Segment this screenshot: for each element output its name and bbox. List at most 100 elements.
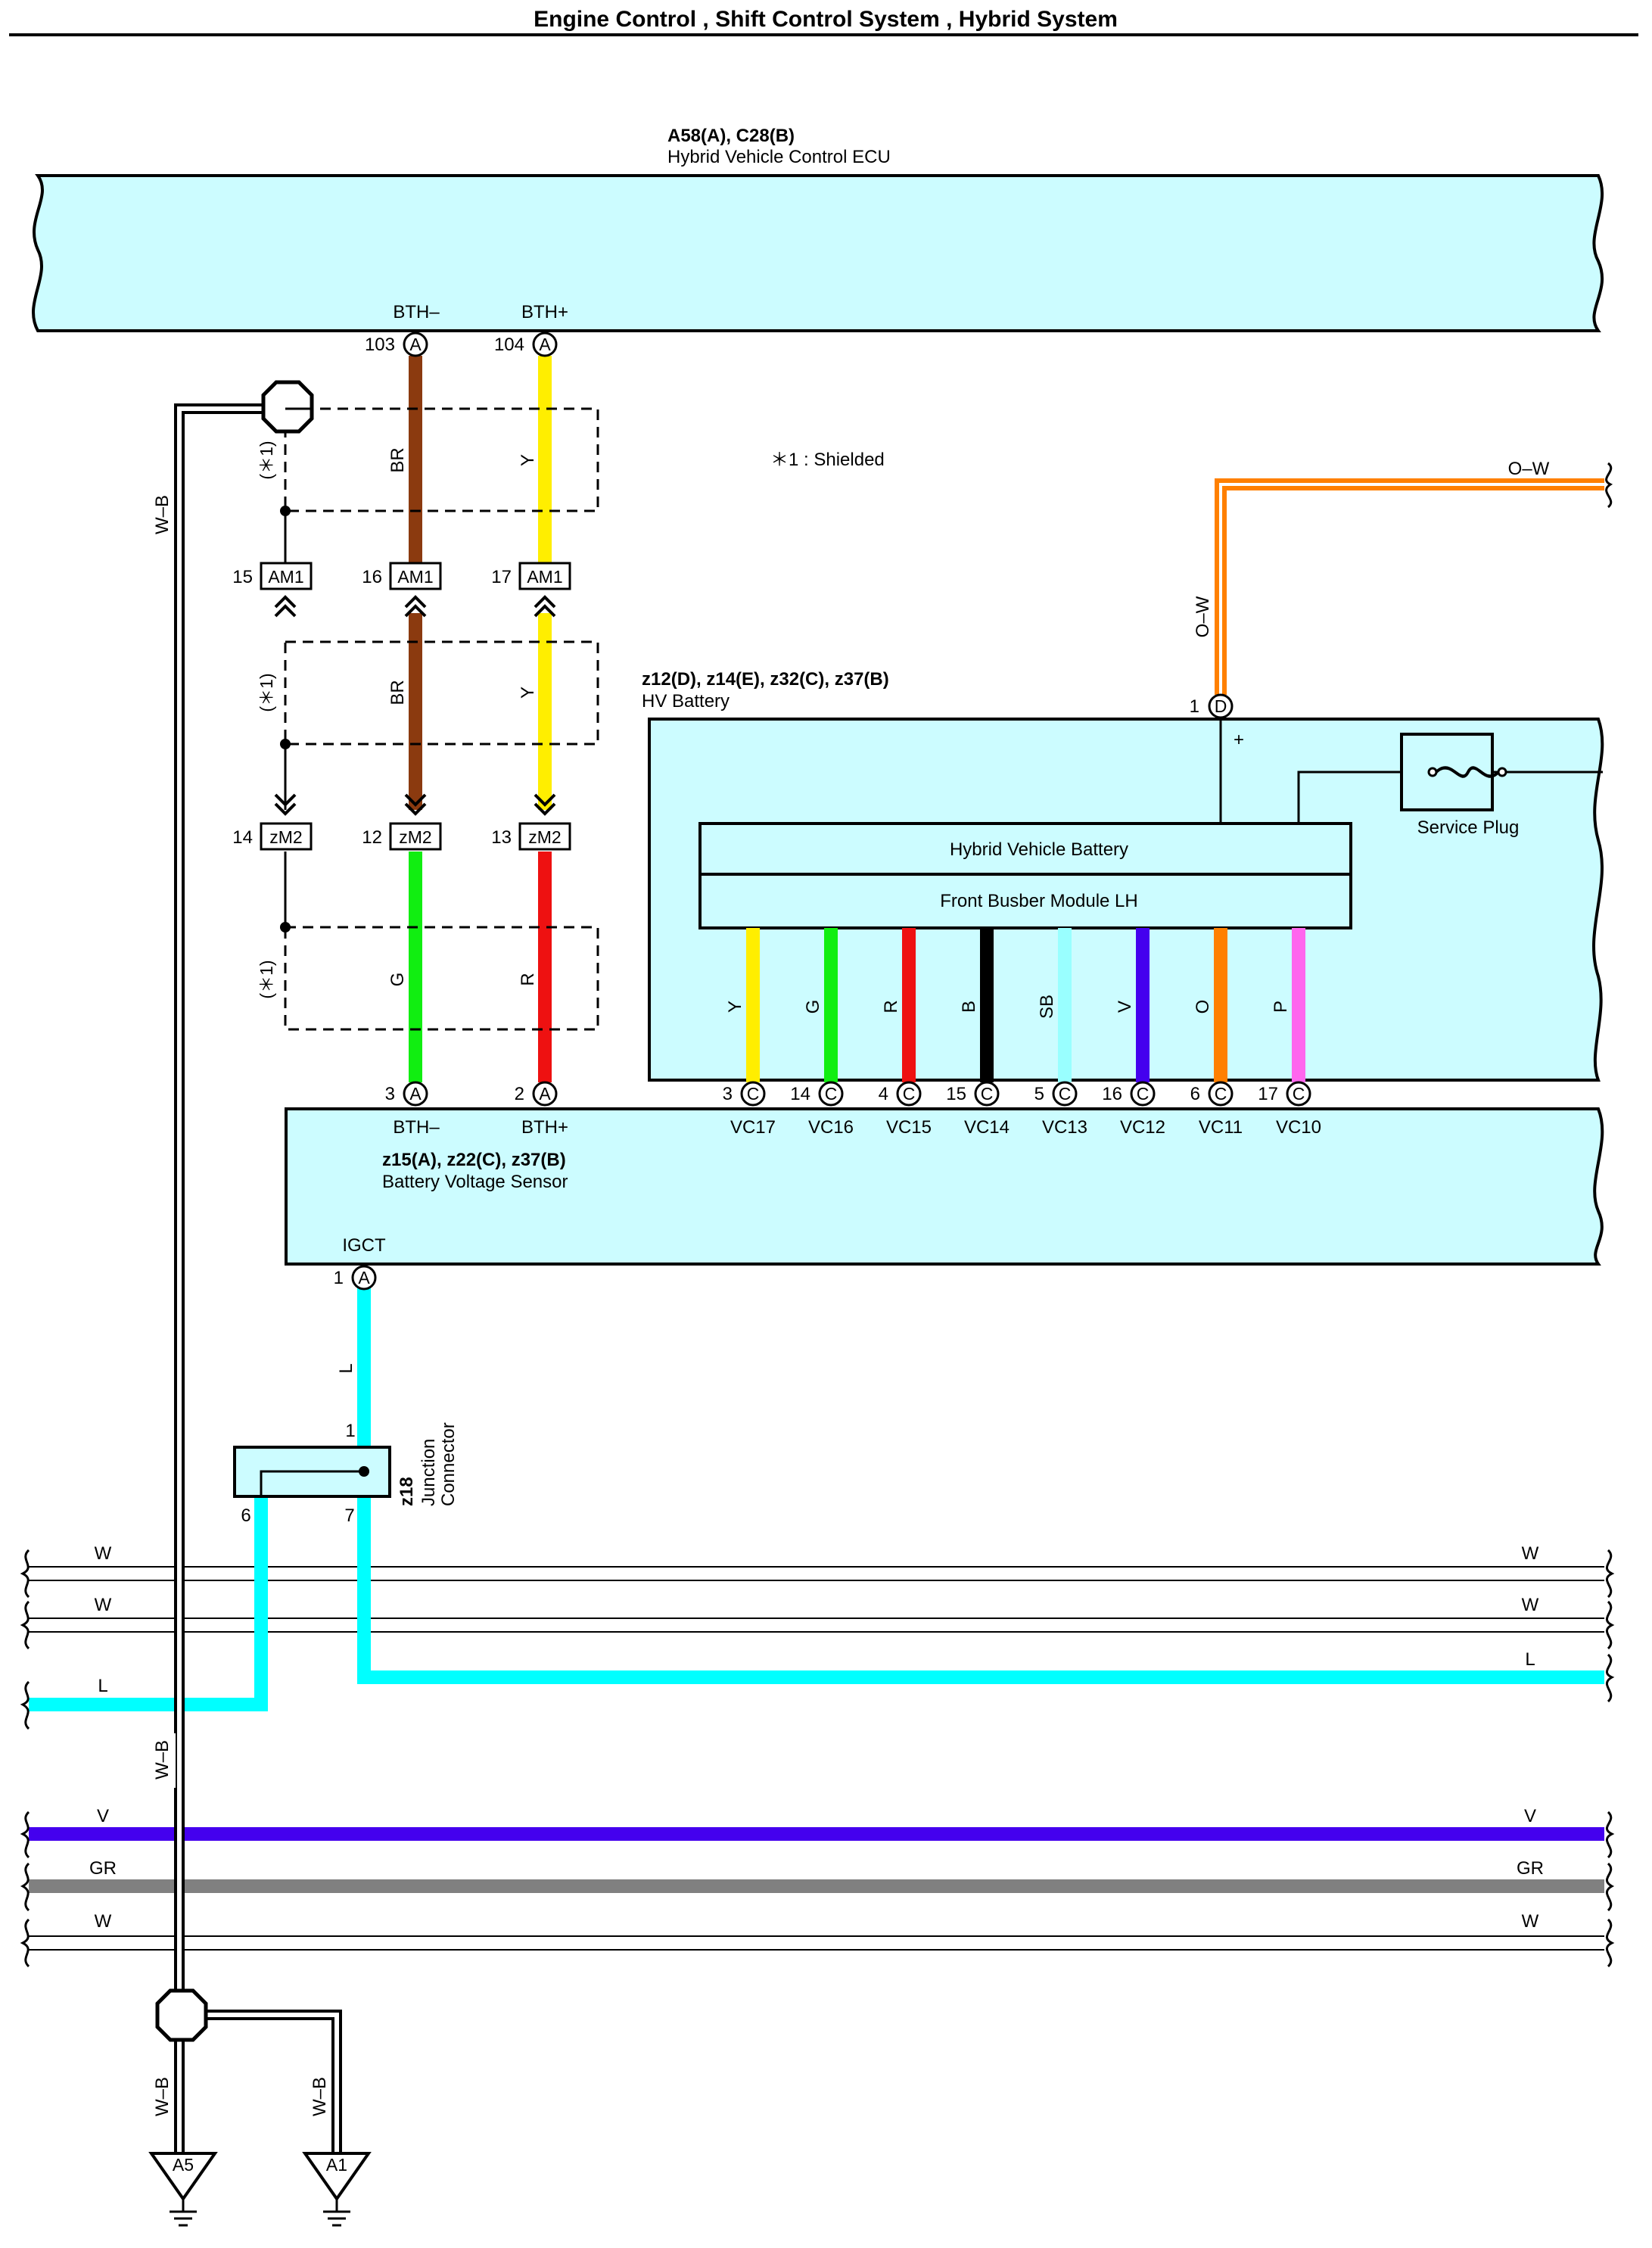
fuse-icon-terminal-right <box>1497 767 1507 777</box>
junction-name-2: Connector <box>438 1422 459 1506</box>
igct-label: IGCT <box>342 1235 386 1256</box>
am1-num-16: 16 <box>362 567 382 587</box>
fuse-icon <box>1427 766 1507 778</box>
ground-a1-wire-label: W–B <box>310 2077 330 2116</box>
am1-box-16 <box>389 562 442 590</box>
ecu-name: Hybrid Vehicle Control ECU <box>667 147 891 167</box>
junction-pin-7: 7 <box>344 1505 354 1526</box>
junction-pin-6: 6 <box>241 1505 250 1526</box>
sensor-pin-2-num: 2 <box>515 1084 524 1104</box>
am1-num-15: 15 <box>232 567 253 587</box>
break-right-5 <box>1606 1862 1615 1912</box>
wire-wb-main-inner <box>177 406 266 2010</box>
chevron-am1-16 <box>404 595 427 618</box>
ecu-pin-104-num: 104 <box>494 335 524 355</box>
break-right-2 <box>1606 1600 1615 1650</box>
am1-num-17: 17 <box>491 567 512 587</box>
vc17-pin-num: 3 <box>723 1084 733 1104</box>
vc10-pin-num: 17 <box>1258 1084 1278 1104</box>
vc15-pin-circle <box>896 1081 922 1107</box>
wire-label-r: R <box>518 973 538 985</box>
ground-a1-triangle <box>302 2152 372 2202</box>
zm2-box-12 <box>389 822 442 851</box>
wire-label-ow-top: O–W <box>1508 459 1550 479</box>
bus-label-left-gr: GR <box>89 1858 117 1879</box>
vc13-pin-num: 5 <box>1034 1084 1044 1104</box>
bus-label-right-l: L <box>1525 1649 1535 1670</box>
shield-label-1: (＊1) <box>257 441 276 479</box>
shield-label-2: (＊1) <box>257 673 276 711</box>
chevron-zm2-12 <box>404 793 427 816</box>
wire-label-wb-3: W–B <box>152 1740 173 1779</box>
sensor-pin-3-num: 3 <box>385 1084 395 1104</box>
shield-label-3: (＊1) <box>257 960 276 998</box>
vc13-pin-conn: C <box>1059 1084 1072 1104</box>
hv-battery-name: HV Battery <box>642 691 730 711</box>
wire-label-g: G <box>387 973 408 987</box>
busbar-wire-label-vc17: Y <box>725 1001 745 1013</box>
ecu-pin-103-num: 103 <box>365 335 395 355</box>
vc14-pin-conn: C <box>981 1084 994 1104</box>
sensor-pin-3-conn: A <box>409 1084 422 1104</box>
ecu-pin-bth-plus-label: BTH+ <box>521 302 568 322</box>
vc16-terminal: VC16 <box>808 1117 854 1138</box>
break-right-6 <box>1606 1918 1615 1968</box>
bus-label-left-w-2: W <box>95 1595 112 1615</box>
chevron-am1-17 <box>534 595 556 618</box>
bus-label-right-v: V <box>1524 1806 1536 1826</box>
vc14-terminal: VC14 <box>964 1117 1010 1138</box>
wire-l-igct <box>357 1278 1604 1684</box>
vc10-pin-circle <box>1286 1081 1311 1107</box>
front-busbar-module-label: Front Busber Module LH <box>940 891 1137 911</box>
ecu-pin-104-conn: A <box>539 335 551 354</box>
junction-pin-1: 1 <box>345 1421 355 1441</box>
bus-line-w-3 <box>29 1935 1604 1951</box>
wire-wb-main-outer <box>174 403 266 2010</box>
busbar-wire-label-vc16: G <box>803 1000 823 1014</box>
sensor-box <box>285 1107 1604 1266</box>
vc12-pin-num: 16 <box>1102 1084 1122 1104</box>
vc15-pin-num: 4 <box>879 1084 888 1104</box>
shielded-note: ＊1 : Shielded <box>770 450 885 470</box>
bus-label-left-l: L <box>98 1676 107 1696</box>
vc12-pin-circle <box>1130 1081 1156 1107</box>
break-marks-right <box>1606 1549 1615 1968</box>
ecu-pin-bth-minus-label: BTH– <box>393 302 440 322</box>
zm2-name-14: zM2 <box>269 827 302 847</box>
wb-label-patch <box>154 1733 176 1788</box>
vc17-terminal: VC17 <box>730 1117 776 1138</box>
zm2-box-14 <box>260 822 313 851</box>
busbar-wire-label-vc10: P <box>1271 1001 1291 1013</box>
wire-wb-branch-inner <box>179 2013 339 2153</box>
service-plug-label: Service Plug <box>1417 817 1520 838</box>
sensor-name: Battery Voltage Sensor <box>382 1172 568 1192</box>
ground-a5-code: A5 <box>173 2155 194 2175</box>
vc14-pin-circle <box>974 1081 1000 1107</box>
zm2-num-13: 13 <box>491 827 512 848</box>
vc10-pin-conn: C <box>1293 1084 1305 1104</box>
bus-line-w-2 <box>29 1618 1604 1633</box>
shield-junction-octagon <box>261 380 314 434</box>
ecu-code: A58(A), C28(B) <box>667 126 795 146</box>
wire-label-br-2: BR <box>387 680 408 705</box>
igct-pin-conn: A <box>358 1268 370 1287</box>
break-left-6 <box>20 1918 30 1968</box>
vc16-pin-conn: C <box>825 1084 838 1104</box>
vc12-pin-conn: C <box>1137 1084 1150 1104</box>
igct-pin-circle <box>351 1265 377 1291</box>
bus-label-right-gr: GR <box>1517 1858 1544 1879</box>
busbar-wire-label-vc14: B <box>959 1001 979 1013</box>
bus-label-right-w-3: W <box>1522 1911 1539 1932</box>
vc11-terminal: VC11 <box>1199 1117 1243 1138</box>
ecu-pin-103-conn: A <box>409 335 422 354</box>
ecu-pin-104-circle <box>532 332 558 357</box>
am1-name-15: AM1 <box>268 567 303 587</box>
vc12-terminal: VC12 <box>1120 1117 1165 1138</box>
ground-a1-code: A1 <box>326 2155 347 2175</box>
sensor-pin-3-label: BTH– <box>393 1117 440 1138</box>
wire-ow-outer <box>1215 478 1604 695</box>
shield-dot-2 <box>280 739 291 749</box>
wire-label-wb-1: W–B <box>152 495 173 534</box>
sensor-pin-2-circle <box>532 1081 558 1107</box>
ground-a5-triangle <box>148 2152 218 2202</box>
